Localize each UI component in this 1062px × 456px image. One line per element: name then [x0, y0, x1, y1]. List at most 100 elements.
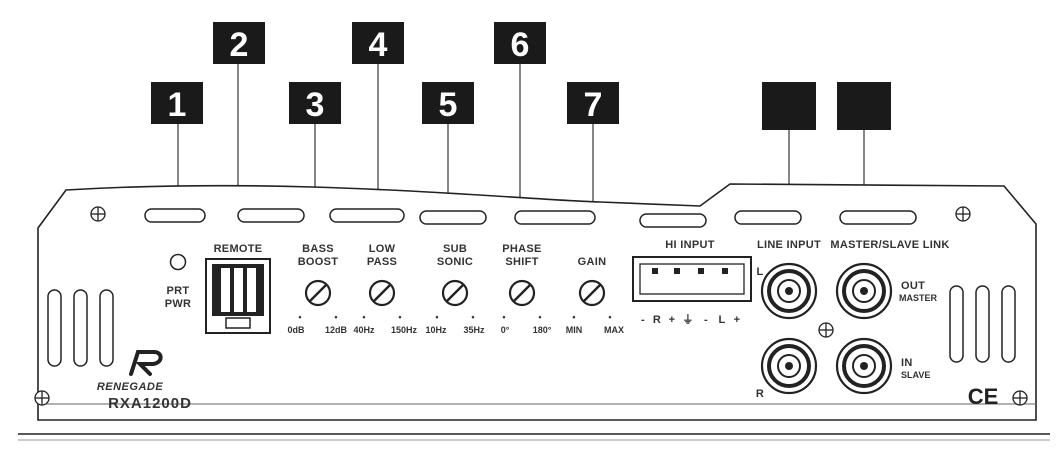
- svg-text:5: 5: [439, 86, 458, 124]
- callout-5: 5: [422, 82, 474, 124]
- rca-jack-icon: [760, 262, 818, 320]
- svg-text:•: •: [362, 312, 365, 322]
- side-vent-slot: [99, 289, 114, 367]
- screw-icon: [90, 206, 106, 222]
- svg-text:•: •: [398, 312, 401, 322]
- gain-max: MAX: [604, 325, 624, 335]
- gain-label: GAIN: [578, 256, 607, 268]
- side-vent-slot: [73, 289, 88, 367]
- knob-sub-sonic[interactable]: SUB SONIC • • 10Hz 35Hz: [425, 243, 485, 335]
- hi-pin-2: R: [653, 314, 661, 326]
- hi-pin-7: +: [734, 314, 741, 326]
- callout-2: 2: [213, 22, 265, 64]
- callout-1: 1: [151, 82, 203, 124]
- svg-text:3: 3: [306, 86, 325, 124]
- screw-icon: [955, 206, 971, 222]
- svg-text:•: •: [572, 312, 575, 322]
- ground-icon: ⏚: [682, 313, 693, 326]
- master-slave-label: MASTER/SLAVE LINK: [830, 239, 949, 251]
- svg-text:•: •: [471, 312, 474, 322]
- led-icon: [169, 253, 187, 271]
- renegade-r-logo-icon: [129, 350, 163, 376]
- remote-label: REMOTE: [214, 243, 263, 255]
- phase-shift-label-2: SHIFT: [505, 256, 538, 268]
- rca-jack-icon: [835, 262, 893, 320]
- hi-input-connector: HI INPUT L - R + ⏚ - L +: [632, 239, 763, 326]
- screw-icon: [1012, 390, 1028, 406]
- hi-pin-6: L: [718, 314, 725, 326]
- bass-boost-label-2: BOOST: [298, 256, 339, 268]
- svg-text:6: 6: [511, 26, 530, 64]
- svg-text:•: •: [538, 312, 541, 322]
- svg-text:•: •: [435, 312, 438, 322]
- left-side-vents: [47, 289, 114, 367]
- pwr-label: PWR: [165, 298, 192, 310]
- svg-text:•: •: [334, 312, 337, 322]
- phase-shift-min: 0°: [501, 325, 510, 335]
- svg-text:•: •: [298, 312, 301, 322]
- phase-shift-label-1: PHASE: [502, 243, 541, 255]
- hi-pin-5: -: [704, 314, 708, 326]
- screw-icon: [34, 390, 50, 406]
- hi-pin-1: -: [641, 314, 645, 326]
- svg-text:2: 2: [230, 26, 249, 64]
- low-pass-max: 150Hz: [391, 325, 418, 335]
- callout-4: 4: [352, 22, 404, 64]
- hi-input-side-label: L: [756, 266, 763, 278]
- svg-text:1: 1: [168, 86, 187, 124]
- rca-jack-icon: [760, 337, 818, 395]
- remote-connector: REMOTE: [205, 243, 271, 334]
- svg-text:•: •: [608, 312, 611, 322]
- rca-jack-icon: [835, 337, 893, 395]
- bass-boost-min: 0dB: [287, 325, 305, 335]
- leader-lines: [177, 60, 865, 256]
- low-pass-label-2: PASS: [367, 256, 397, 268]
- callouts: 1 2 3 4 5 6 7: [151, 22, 891, 130]
- line-input-label: LINE INPUT: [757, 239, 821, 251]
- sub-sonic-min: 10Hz: [425, 325, 447, 335]
- vent-slot: [144, 208, 206, 223]
- sub-sonic-label-1: SUB: [443, 243, 467, 255]
- top-vent-slots: [144, 208, 917, 228]
- model-name: RXA1200D: [108, 395, 192, 412]
- screws: [34, 206, 1028, 406]
- bass-boost-max: 12dB: [325, 325, 348, 335]
- phase-shift-max: 180°: [533, 325, 552, 335]
- master-slave-jacks: MASTER/SLAVE LINK OUT MASTER IN SLAVE: [830, 239, 949, 395]
- screw-icon: [818, 322, 834, 338]
- side-vent-slot: [47, 289, 62, 367]
- sub-sonic-max: 35Hz: [463, 325, 485, 335]
- callout-3: 3: [289, 82, 341, 124]
- knob-low-pass[interactable]: LOW PASS • • 40Hz 150Hz: [353, 243, 417, 335]
- side-vent-slot: [975, 285, 990, 363]
- knob-phase-shift[interactable]: PHASE SHIFT • • 0° 180°: [501, 243, 552, 335]
- line-input-r-label: R: [756, 388, 764, 400]
- prt-pwr-led: PRT PWR: [165, 253, 192, 310]
- low-pass-min: 40Hz: [353, 325, 375, 335]
- hi-input-label: HI INPUT: [665, 239, 714, 251]
- callout-7: 7: [567, 82, 619, 124]
- prt-label: PRT: [167, 285, 190, 297]
- svg-text:4: 4: [369, 26, 388, 64]
- knob-bass-boost[interactable]: BASS BOOST • • 0dB 12dB: [287, 243, 347, 335]
- knob-gain[interactable]: GAIN • • MIN MAX: [566, 256, 624, 335]
- right-side-vents: [949, 285, 1016, 363]
- side-vent-slot: [949, 285, 964, 363]
- sub-sonic-label-2: SONIC: [437, 256, 473, 268]
- in-label: IN: [901, 357, 913, 369]
- hi-pin-3: +: [669, 314, 676, 326]
- brand-name: RENEGADE: [97, 381, 164, 393]
- callout-6: 6: [494, 22, 546, 64]
- vent-slot: [237, 208, 305, 223]
- low-pass-label-1: LOW: [369, 243, 396, 255]
- callout-8: [762, 82, 816, 130]
- out-master-label: MASTER: [899, 293, 938, 303]
- vent-slot: [734, 210, 802, 225]
- vent-slot: [329, 208, 405, 223]
- vent-slot: [839, 210, 917, 225]
- callout-9: [837, 82, 891, 130]
- gain-min: MIN: [566, 325, 583, 335]
- ce-mark-icon: CE: [968, 384, 999, 409]
- in-slave-label: SLAVE: [901, 370, 930, 380]
